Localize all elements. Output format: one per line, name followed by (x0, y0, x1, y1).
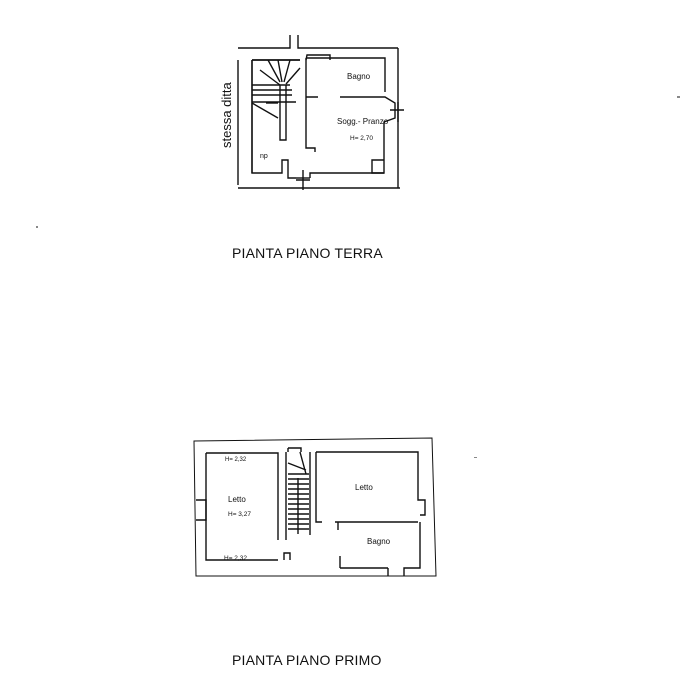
room-labels-terra: Bagno Sogg.- Pranzo H= 2,70 np (260, 72, 389, 160)
stray-mark (36, 226, 38, 228)
stray-mark (474, 457, 477, 458)
svg-text:H= 2,70: H= 2,70 (350, 135, 373, 142)
svg-text:Bagno: Bagno (367, 537, 391, 546)
svg-text:Sogg.- Pranzo: Sogg.- Pranzo (337, 117, 389, 126)
side-annotation: stessa ditta (219, 81, 234, 148)
plan-piano-primo (193, 437, 437, 577)
caption-piano-terra: PIANTA PIANO TERRA (232, 245, 383, 261)
room-labels-primo: H= 2,32 Letto H= 3,27 H= 2,32 Letto Bagn… (224, 457, 391, 562)
svg-text:H= 2,32: H= 2,32 (224, 555, 247, 562)
svg-text:H= 3,27: H= 3,27 (228, 511, 251, 518)
svg-text:np: np (260, 153, 268, 160)
svg-text:Letto: Letto (228, 495, 246, 504)
caption-piano-primo: PIANTA PIANO PRIMO (232, 652, 382, 668)
side-label: stessa ditta (219, 81, 234, 148)
stray-mark (677, 96, 680, 98)
svg-text:H= 2,32: H= 2,32 (225, 457, 247, 463)
svg-text:Letto: Letto (355, 483, 373, 492)
plan-piano-terra (237, 35, 404, 190)
svg-text:Bagno: Bagno (347, 72, 371, 81)
